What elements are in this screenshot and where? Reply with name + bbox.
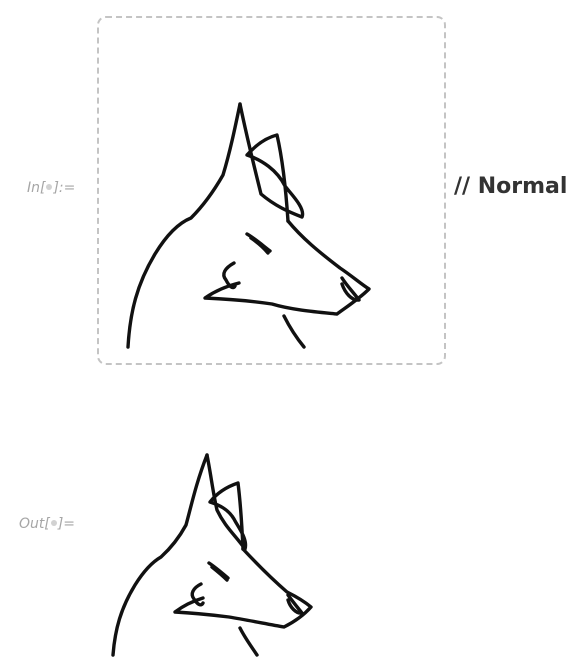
dog-eye-stroke — [245, 232, 272, 255]
input-cell-label: In[ ]:= — [27, 181, 75, 195]
selected-image-frame[interactable] — [97, 16, 446, 365]
output-cell-label: Out[ ]= — [19, 517, 75, 531]
output-label-prefix: Out[ — [19, 516, 50, 532]
style-comment: // Normal — [454, 174, 568, 199]
output-label-suffix: ]= — [57, 516, 76, 532]
dog-back-stroke — [126, 102, 242, 349]
cell-number-dot-icon — [46, 184, 53, 190]
dog-front-ear-stroke — [238, 102, 305, 223]
dog-neck-stroke — [238, 626, 259, 657]
dog-front-ear-stroke — [205, 453, 248, 551]
input-label-prefix: In[ — [27, 180, 46, 196]
dog-snout-stroke — [203, 219, 371, 316]
dog-snout-stroke — [173, 547, 313, 629]
dog-back-stroke — [111, 453, 209, 657]
dog-neck-stroke — [282, 314, 306, 349]
dog-mouth-stroke — [190, 582, 205, 607]
input-label-suffix: ]:= — [53, 180, 76, 196]
dog-head-sketch-icon[interactable] — [97, 16, 446, 365]
dog-nose-stroke — [340, 276, 361, 302]
cell-number-dot-icon — [50, 520, 57, 526]
dog-mouth-stroke — [222, 261, 237, 290]
dog-head-sketch-output-icon — [111, 453, 313, 657]
dog-nose-stroke — [286, 593, 304, 615]
dog-eye-stroke — [207, 561, 230, 582]
